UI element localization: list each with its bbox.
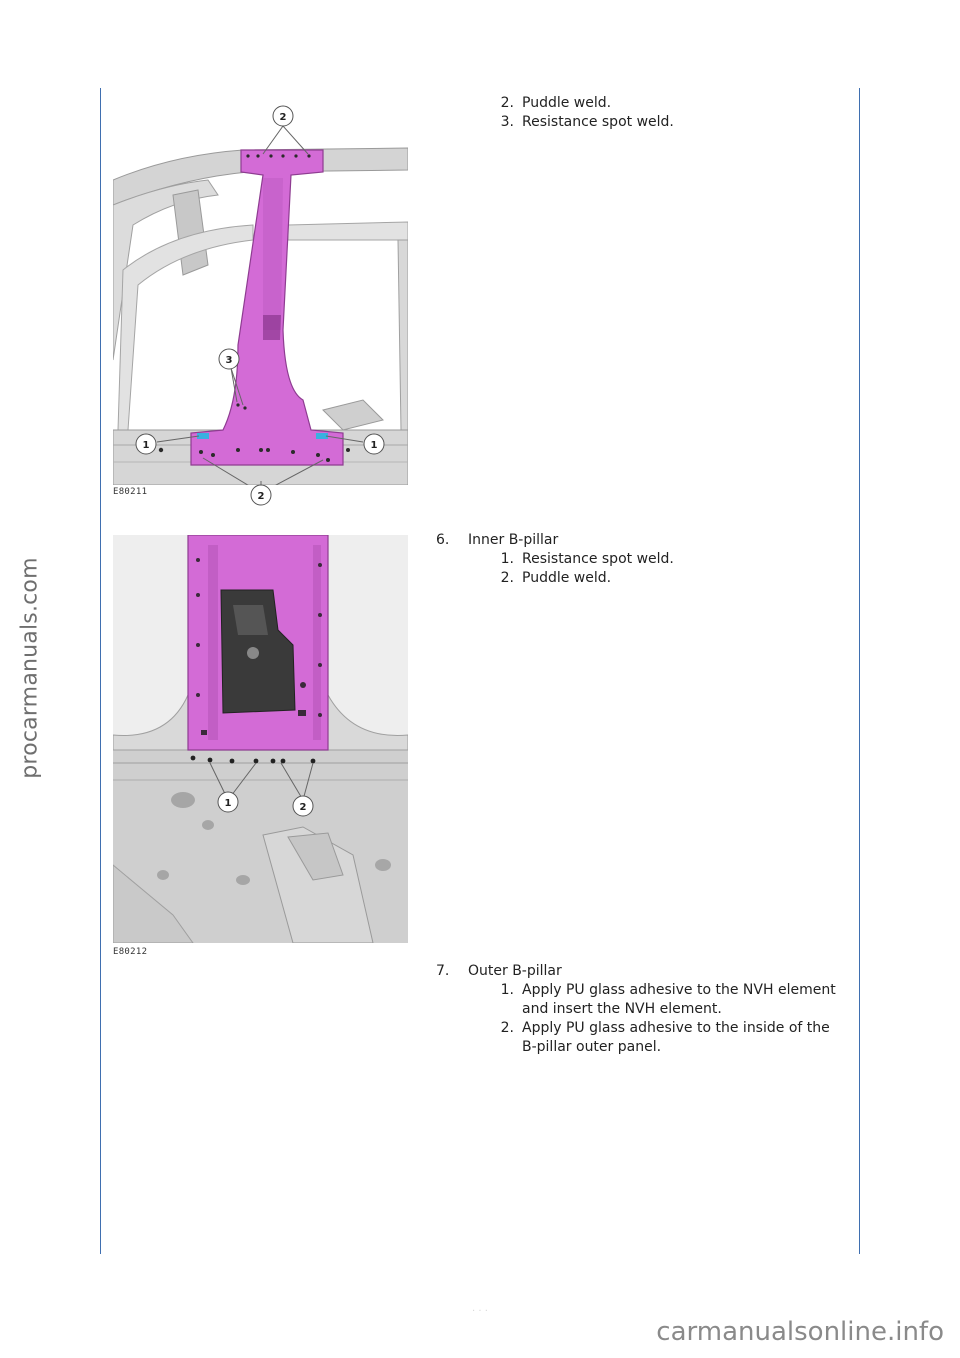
step-heading: 7. Outer B-pillar: [436, 962, 846, 981]
figure-inner-b-pillar-illustration: 1 2: [113, 535, 408, 943]
list-item: 1. Resistance spot weld.: [484, 550, 846, 569]
callout-1-left-label: 1: [143, 440, 150, 451]
list-item-number: 1.: [500, 551, 514, 567]
step-number: 6.: [436, 532, 450, 548]
step-title: Outer B-pillar: [468, 963, 562, 979]
figure-inner-b-pillar: 1 2 E80212: [113, 535, 408, 957]
callout-3-label: 3: [226, 355, 233, 366]
right-margin-rule: [859, 88, 860, 1254]
figure-b-pillar-welds: 2 3 1 1 2 E80211: [113, 100, 408, 506]
callout-1: [217, 791, 239, 813]
list-item-label: Apply PU glass adhesive to the inside of…: [522, 1020, 830, 1055]
figure-code: E80211: [113, 487, 148, 497]
side-watermark: procarmanuals.com: [17, 557, 43, 779]
list-item: 2. Puddle weld.: [484, 569, 846, 588]
page-footer: · · ·: [472, 1306, 488, 1317]
figure-b-pillar-welds-bottom-callout: 2: [250, 481, 272, 506]
figure-code: E80212: [113, 947, 148, 957]
list-item-label: Resistance spot weld.: [522, 551, 674, 567]
list-item-number: 1.: [500, 982, 514, 998]
list-item-label: Puddle weld.: [522, 95, 612, 111]
callout-2-top: [272, 105, 294, 127]
callout-2: [292, 795, 314, 817]
list-item-label: Apply PU glass adhesive to the NVH eleme…: [522, 982, 836, 1017]
list-item: 2. Puddle weld.: [484, 94, 846, 113]
callout-1-left: [135, 433, 157, 455]
callout-1-label: 1: [225, 798, 232, 809]
step-heading: 6. Inner B-pillar: [436, 531, 846, 550]
list-item-number: 2.: [500, 570, 514, 586]
list-item: 3. Resistance spot weld.: [484, 113, 846, 132]
procedure-continuation: 2. Puddle weld. 3. Resistance spot weld.: [436, 94, 846, 132]
callout-2-bottom-label: 2: [258, 491, 265, 502]
step-number: 7.: [436, 963, 450, 979]
list-item: 1. Apply PU glass adhesive to the NVH el…: [484, 981, 846, 1019]
callout-1-right-label: 1: [371, 440, 378, 451]
procedure-step-6: 6. Inner B-pillar 1. Resistance spot wel…: [436, 531, 846, 588]
step-title: Inner B-pillar: [468, 532, 559, 548]
list-item-number: 2.: [500, 95, 514, 111]
list-item-label: Puddle weld.: [522, 570, 612, 586]
list-item-label: Resistance spot weld.: [522, 114, 674, 130]
procedure-step-7: 7. Outer B-pillar 1. Apply PU glass adhe…: [436, 962, 846, 1057]
figure-b-pillar-welds-illustration: 2 3 1 1: [113, 100, 408, 485]
callout-2-top-label: 2: [280, 112, 287, 123]
callout-2-label: 2: [300, 802, 307, 813]
callout-3: [218, 348, 240, 370]
bottom-watermark: carmanualsonline.info: [656, 1317, 944, 1347]
left-margin-rule: [100, 88, 101, 1254]
list-item-number: 2.: [500, 1020, 514, 1036]
callout-1-right: [363, 433, 385, 455]
list-item: 2. Apply PU glass adhesive to the inside…: [484, 1019, 846, 1057]
list-item-number: 3.: [500, 114, 514, 130]
